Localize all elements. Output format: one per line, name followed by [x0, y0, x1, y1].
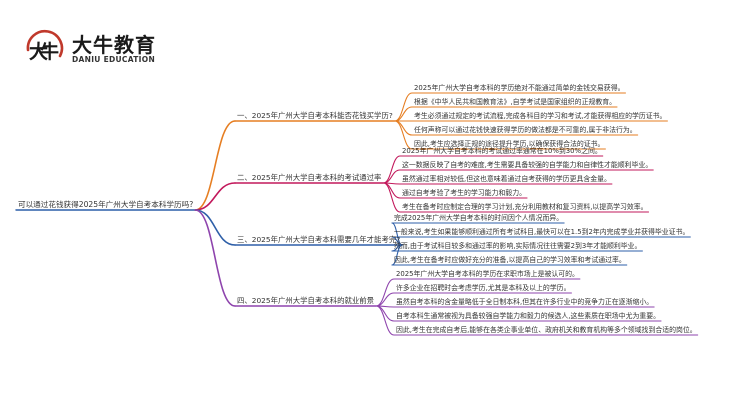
branch-4-point-5: 因此,考生在完成自考后,能够在各类企事业单位、政府机关和教育机构等多个领域找到合… [396, 326, 697, 334]
branch-3-point-1: 完成2025年广州大学自考本科的时间因个人情况而异。 [394, 214, 564, 222]
root-question: 可以通过花钱获得2025年广州大学自考本科学历吗? [18, 200, 194, 209]
branch-1-leaf-1-connector [394, 92, 413, 122]
branch-1-point-1: 2025年广州大学自考本科的学历绝对不能通过简单的金钱交易获得。 [414, 84, 625, 92]
branch-2-title: 二、2025年广州大学自考本科的考试通过率 [237, 173, 382, 182]
branch-3-title: 三、2025年广州大学自考本科需要几年才能考完? [237, 235, 401, 244]
branch-4-point-3: 虽然自考本科的含金量略低于全日制本科,但其在许多行业中的竞争力正在逐渐缩小。 [396, 298, 654, 306]
branch-1-point-5: 因此,考生应选择正规的途径提升学历,以确保获得合法的证书。 [414, 140, 605, 148]
branch-2-leaf-5-connector [382, 182, 401, 213]
branch-2-point-3: 虽然通过率相对较低,但这也意味着通过自考获得的学历更具含金量。 [402, 175, 611, 183]
branch-1-leaf-2-connector [394, 106, 413, 122]
branch-3-leaf-4-connector [391, 244, 403, 266]
daniu-logo-icon: 大牛 [26, 29, 64, 63]
branch-2-point-1: 2025年广州大学自考本科的考试通过率通常在10%到30%之间。 [402, 147, 602, 155]
branch-4-leaf-2-connector [375, 292, 395, 307]
root-to-branch-4-connector [194, 209, 236, 307]
root-to-branch-2-connector [194, 182, 236, 211]
brand-name-english: DANIU EDUCATION [72, 55, 156, 64]
branch-1-title: 一、2025年广州大学自考本科能否花钱买学历? [237, 111, 393, 120]
branch-1-point-4: 任何声称可以通过花钱快速获得学历的做法都是不可靠的,属于非法行为。 [414, 126, 637, 134]
branch-4-leaf-5-connector [375, 305, 395, 336]
branch-2-point-2: 这一数据反映了自考的难度,考生需要具备较强的自学能力和自律性才能顺利毕业。 [402, 161, 653, 169]
branch-1-leaf-4-connector [394, 120, 413, 136]
brand-name: 大牛教育 [72, 33, 156, 57]
root-to-branch-1-connector [194, 120, 236, 211]
svg-text:大牛: 大牛 [29, 40, 59, 63]
branch-4-point-4: 自考本科生通常被视为具备较强自学能力和毅力的候选人,这些素质在职场中尤为重要。 [396, 312, 661, 320]
branch-1-point-3: 考生必须通过规定的考试流程,完成各科目的学习和考试,才能获得相应的学历证书。 [414, 112, 667, 120]
branch-2-point-4: 通过自考考验了考生的学习能力和毅力。 [402, 189, 527, 197]
branch-4-point-1: 2025年广州大学自考本科的学历在求职市场上是被认可的。 [396, 270, 579, 278]
branch-2-point-5: 考生在备考时应制定合理的学习计划,充分利用教材和复习资料,以提高学习效率。 [402, 203, 648, 211]
branch-3-point-3: 然而,由于考试科目较多和通过率的影响,实际情况往往需要2到3年才能顺利毕业。 [394, 242, 642, 250]
branch-1-point-2: 根据《中华人民共和国教育法》,自学考试是国家组织的正规教育。 [414, 98, 617, 106]
branch-4-title: 四、2025年广州大学自考本科的就业前景 [237, 296, 375, 305]
branch-4-leaf-1-connector [375, 278, 395, 307]
branch-4-point-2: 许多企业在招聘时会考虑学历,尤其是本科及以上的学历。 [396, 284, 571, 292]
root-to-branch-3-connector [194, 209, 236, 246]
branch-1-leaf-5-connector [394, 120, 413, 150]
brand-logo: 大牛 大牛教育 DANIU EDUCATION [22, 26, 156, 74]
branch-2-leaf-1-connector [382, 155, 401, 184]
branch-3-point-2: 一般来说,考生如果能够顺利通过所有考试科目,最快可以在1.5到2年内完成学业并获… [394, 228, 690, 236]
branch-2-leaf-2-connector [382, 169, 401, 184]
branch-3-point-4: 因此,考生在备考时应做好充分的准备,以提高自己的学习效率和考试通过率。 [394, 256, 626, 264]
